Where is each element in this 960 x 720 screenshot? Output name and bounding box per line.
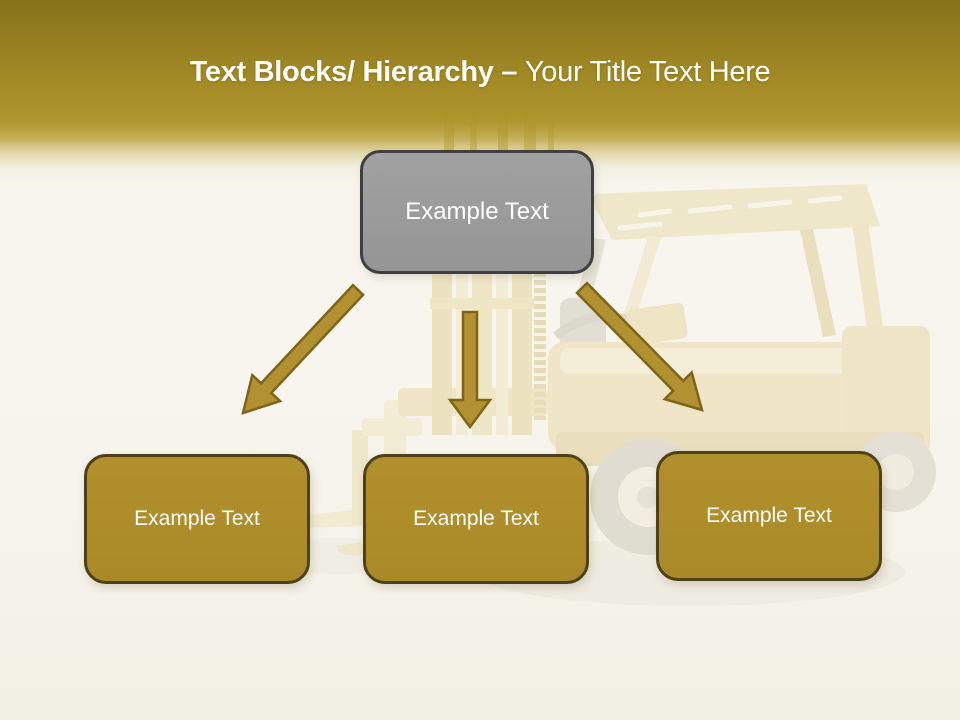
overhead-guard-roof	[588, 184, 880, 240]
hierarchy-child-box-2: Example Text	[363, 454, 589, 584]
carriage-bracket-h	[362, 418, 422, 436]
carriage-bracket-v	[384, 400, 406, 462]
guard-post	[852, 222, 898, 434]
carriage	[398, 388, 548, 416]
slide-title-bold: Text Blocks/ Hierarchy –	[189, 55, 525, 88]
guard-post	[800, 229, 836, 337]
guard-post	[616, 236, 661, 342]
arrow-down	[447, 310, 493, 430]
hood-highlight	[560, 348, 865, 374]
hierarchy-child-label-3: Example Text	[706, 504, 832, 527]
forklift-body	[548, 342, 880, 450]
front-tower	[842, 326, 930, 454]
seat-back	[560, 298, 606, 376]
hierarchy-child-box-3: Example Text	[656, 451, 882, 581]
hierarchy-child-label-2: Example Text	[413, 507, 539, 530]
hierarchy-child-label-1: Example Text	[134, 507, 260, 530]
hierarchy-top-box: Example Text	[360, 150, 594, 274]
steering-wheel	[553, 311, 655, 340]
hierarchy-child-box-1: Example Text	[84, 454, 310, 584]
hierarchy-top-label: Example Text	[405, 198, 549, 225]
console	[626, 302, 688, 346]
slide-title: Text Blocks/ Hierarchy – Your Title Text…	[0, 52, 960, 92]
slide-title-regular: Your Title Text Here	[524, 55, 771, 88]
front-wheel-rim	[878, 454, 914, 490]
mast-crossbar	[430, 298, 534, 309]
arrow-down-right	[575, 281, 704, 412]
guard-slots	[617, 195, 843, 231]
arrow-down-left	[241, 283, 365, 415]
